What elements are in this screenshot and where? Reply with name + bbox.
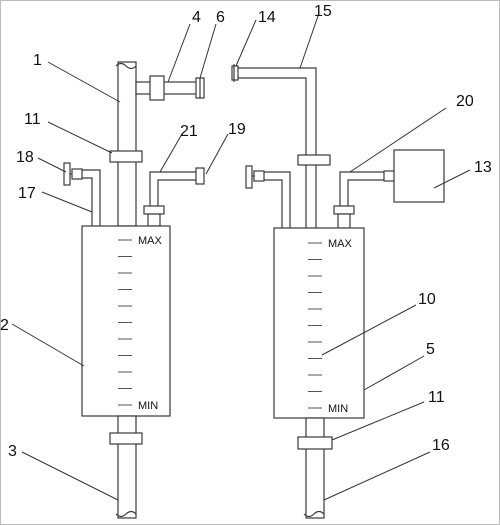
callout-11-left: 11 bbox=[24, 111, 41, 128]
callout-1: 1 bbox=[33, 52, 42, 69]
right-valve-tube bbox=[262, 171, 291, 228]
leader-17 bbox=[41, 191, 93, 213]
callout-15: 15 bbox=[314, 3, 332, 20]
right-level-scale bbox=[308, 242, 322, 409]
left-valve-tube bbox=[80, 169, 101, 226]
leader-18 bbox=[37, 157, 67, 173]
leader-2 bbox=[11, 323, 85, 367]
leader-14 bbox=[235, 19, 257, 67]
right-outlet-pipe bbox=[305, 417, 325, 519]
left-lower-coupling bbox=[109, 432, 143, 445]
leader-6 bbox=[199, 23, 217, 79]
callout-21: 21 bbox=[180, 123, 198, 140]
left-outlet-pipe bbox=[117, 415, 137, 519]
right-elbow-base bbox=[333, 205, 355, 215]
leader-11-right bbox=[331, 401, 425, 441]
leader-13 bbox=[433, 169, 471, 189]
callout-20: 20 bbox=[456, 93, 474, 110]
right-assembly: MAX MIN bbox=[231, 64, 445, 519]
left-valve-body bbox=[71, 168, 83, 180]
right-elbow-tube bbox=[339, 171, 384, 208]
leader-16 bbox=[323, 451, 431, 501]
left-min-label: MIN bbox=[138, 400, 158, 412]
left-pipe-break-bottom bbox=[115, 510, 137, 518]
right-lower-coupling bbox=[297, 436, 333, 450]
leader-15 bbox=[299, 15, 319, 69]
left-assembly: MAX MIN bbox=[63, 61, 205, 519]
right-pipe-break-bottom bbox=[303, 510, 325, 518]
right-valve-handle bbox=[245, 165, 253, 189]
leader-4 bbox=[167, 23, 191, 83]
callout-5: 5 bbox=[426, 341, 435, 358]
leader-1 bbox=[47, 61, 121, 103]
left-pipe-break-top bbox=[115, 62, 137, 70]
left-max-label: MAX bbox=[138, 235, 163, 247]
callout-11-right: 11 bbox=[428, 389, 445, 406]
left-main-pipe bbox=[117, 61, 137, 227]
callout-17: 17 bbox=[18, 185, 36, 202]
right-container bbox=[273, 227, 365, 419]
callout-16: 16 bbox=[432, 437, 450, 454]
leader-5 bbox=[363, 355, 425, 391]
callout-2: 2 bbox=[0, 317, 9, 334]
leader-10 bbox=[321, 304, 417, 356]
right-elbow-neck bbox=[337, 213, 351, 229]
left-upper-coupling bbox=[109, 150, 143, 163]
left-level-scale bbox=[118, 239, 132, 406]
right-min-label: MIN bbox=[328, 403, 348, 415]
right-sensor-box bbox=[393, 149, 445, 203]
left-elbow-tip bbox=[195, 167, 205, 185]
callout-13: 13 bbox=[474, 159, 492, 176]
leader-20 bbox=[349, 107, 447, 173]
leader-lines bbox=[11, 15, 471, 501]
left-branch-flange bbox=[149, 75, 165, 101]
callout-3: 3 bbox=[8, 443, 17, 460]
left-horizontal-branch bbox=[135, 81, 199, 95]
right-main-pipe bbox=[236, 67, 317, 228]
left-container bbox=[81, 225, 171, 417]
left-elbow-base bbox=[143, 205, 165, 215]
callout-18: 18 bbox=[16, 149, 34, 166]
left-elbow-tube bbox=[149, 171, 200, 208]
right-upper-coupling bbox=[297, 154, 331, 166]
callout-labels: 1 2 3 4 5 6 10 11 11 13 14 15 16 17 18 1… bbox=[0, 3, 492, 460]
leader-19 bbox=[205, 133, 229, 175]
right-valve-body bbox=[253, 170, 265, 182]
callout-10: 10 bbox=[418, 291, 436, 308]
left-elbow-neck bbox=[147, 213, 161, 227]
right-max-label: MAX bbox=[328, 238, 353, 250]
leader-3 bbox=[21, 451, 119, 501]
callout-4: 4 bbox=[192, 9, 201, 26]
leader-11-left bbox=[47, 121, 113, 154]
callout-6: 6 bbox=[216, 9, 225, 26]
callout-19: 19 bbox=[228, 121, 246, 138]
callout-14: 14 bbox=[258, 9, 276, 26]
left-valve-handle bbox=[63, 162, 71, 186]
right-pipe-cap bbox=[231, 65, 239, 81]
leader-21 bbox=[159, 133, 183, 173]
